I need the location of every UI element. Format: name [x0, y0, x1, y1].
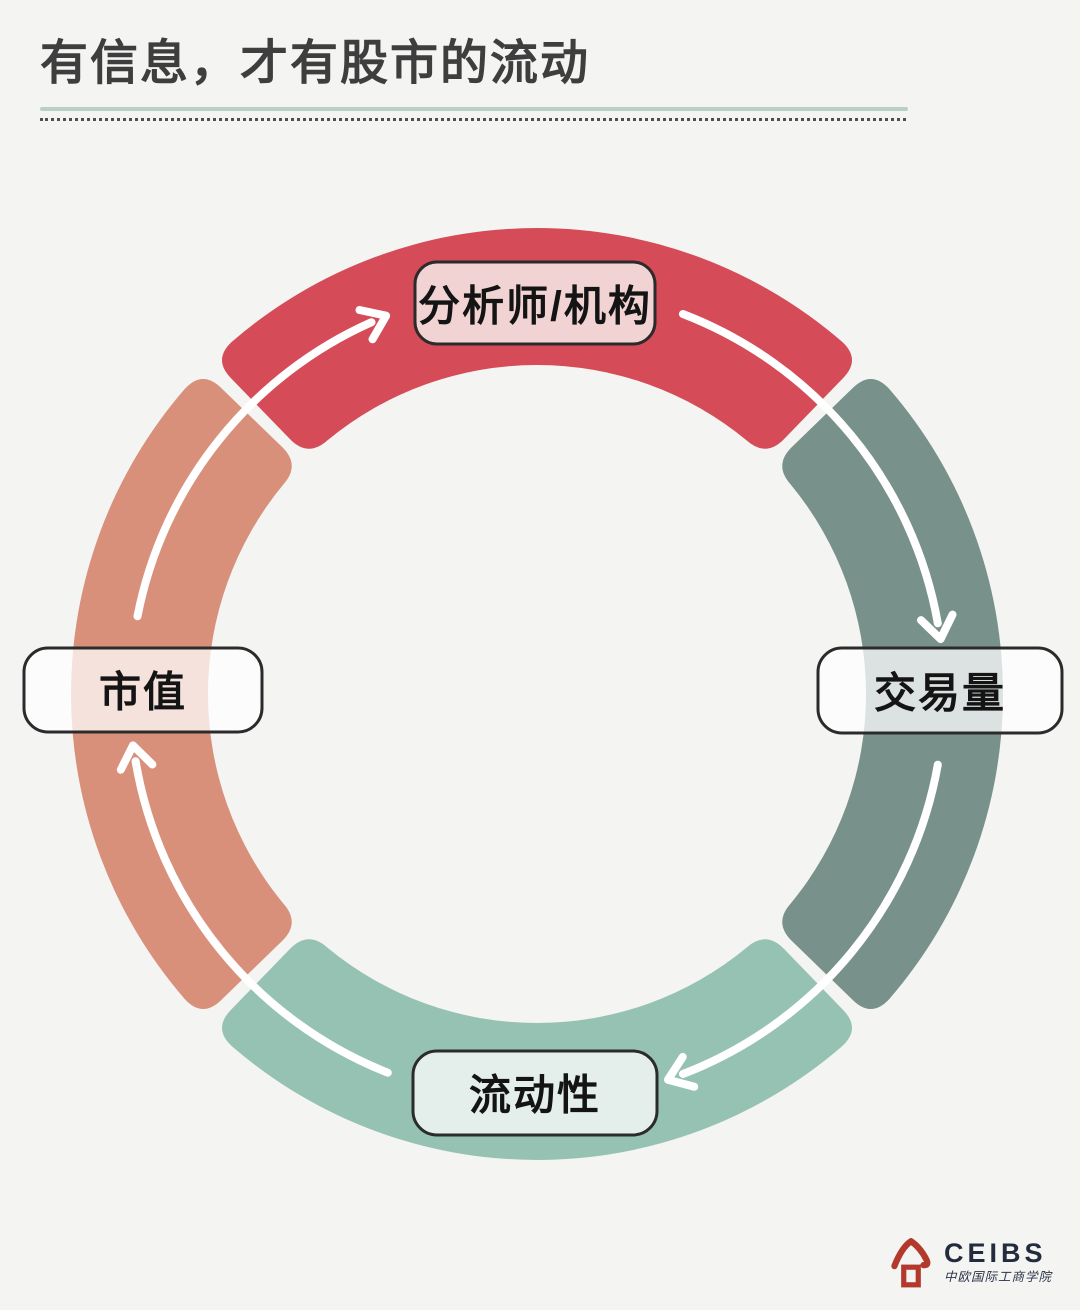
flow-arrow-analysts-to-volume	[678, 310, 957, 644]
label-box-volume	[816, 646, 1064, 735]
label-box-liquidity	[411, 1049, 659, 1137]
node-label-text-volume: 交易量	[874, 670, 1006, 717]
node-label-text-analysts: 分析师/机构	[418, 283, 652, 330]
ceibs-house-icon	[891, 1238, 931, 1288]
label-box-analysts	[413, 260, 657, 346]
node-label-liquidity: 流动性	[411, 1049, 659, 1137]
title-dotted-rule	[40, 118, 906, 122]
flow-arrow-market_cap-to-analysts	[133, 306, 391, 621]
header: 有信息，才有股市的流动	[40, 36, 1040, 122]
ceibs-wordmark: CEIBS	[943, 1238, 1047, 1269]
label-box-market_cap	[22, 646, 264, 734]
page-title: 有信息，才有股市的流动	[40, 37, 591, 90]
node-label-market_cap: 市值	[22, 646, 264, 734]
ceibs-logo-text: CEIBS 中欧国际工商学院	[944, 1240, 1052, 1284]
flow-arrow-liquidity-to-market_cap	[116, 741, 392, 1077]
node-label-text-market_cap: 市值	[99, 669, 187, 716]
flow-arrow-volume-to-liquidity	[663, 760, 942, 1091]
flow-arrows	[116, 306, 957, 1091]
node-label-text-liquidity: 流动性	[469, 1072, 601, 1119]
ceibs-chinese-name: 中欧国际工商学院	[943, 1270, 1052, 1285]
title-underline	[40, 107, 908, 112]
node-label-analysts: 分析师/机构	[413, 260, 657, 346]
footer-logo: CEIBS 中欧国际工商学院	[888, 1234, 1052, 1290]
node-label-volume: 交易量	[816, 646, 1064, 735]
